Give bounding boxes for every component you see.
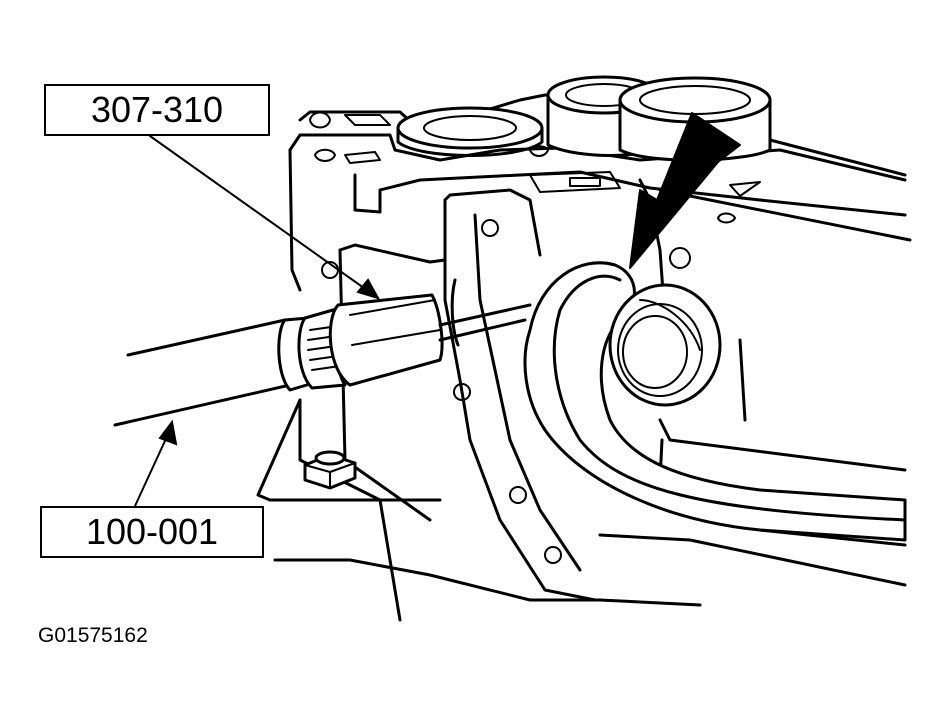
callout-100-001: 100-001 (40, 506, 264, 558)
figure-id: G01575162 (38, 624, 148, 647)
callout-label: 100-001 (85, 511, 219, 552)
slide-hammer-tool (113, 293, 532, 427)
leader-line-307-310 (149, 135, 379, 299)
leader-arrow-100-001 (158, 419, 178, 446)
callout-307-310: 307-310 (44, 84, 270, 136)
pointer-arrow-icon (629, 112, 741, 269)
callout-label: 307-310 (90, 89, 224, 130)
leader-line-100-001 (134, 429, 171, 507)
leader-arrow-307-310 (356, 278, 381, 300)
bolt-icon (303, 450, 357, 490)
crankshaft-seal (523, 261, 907, 542)
